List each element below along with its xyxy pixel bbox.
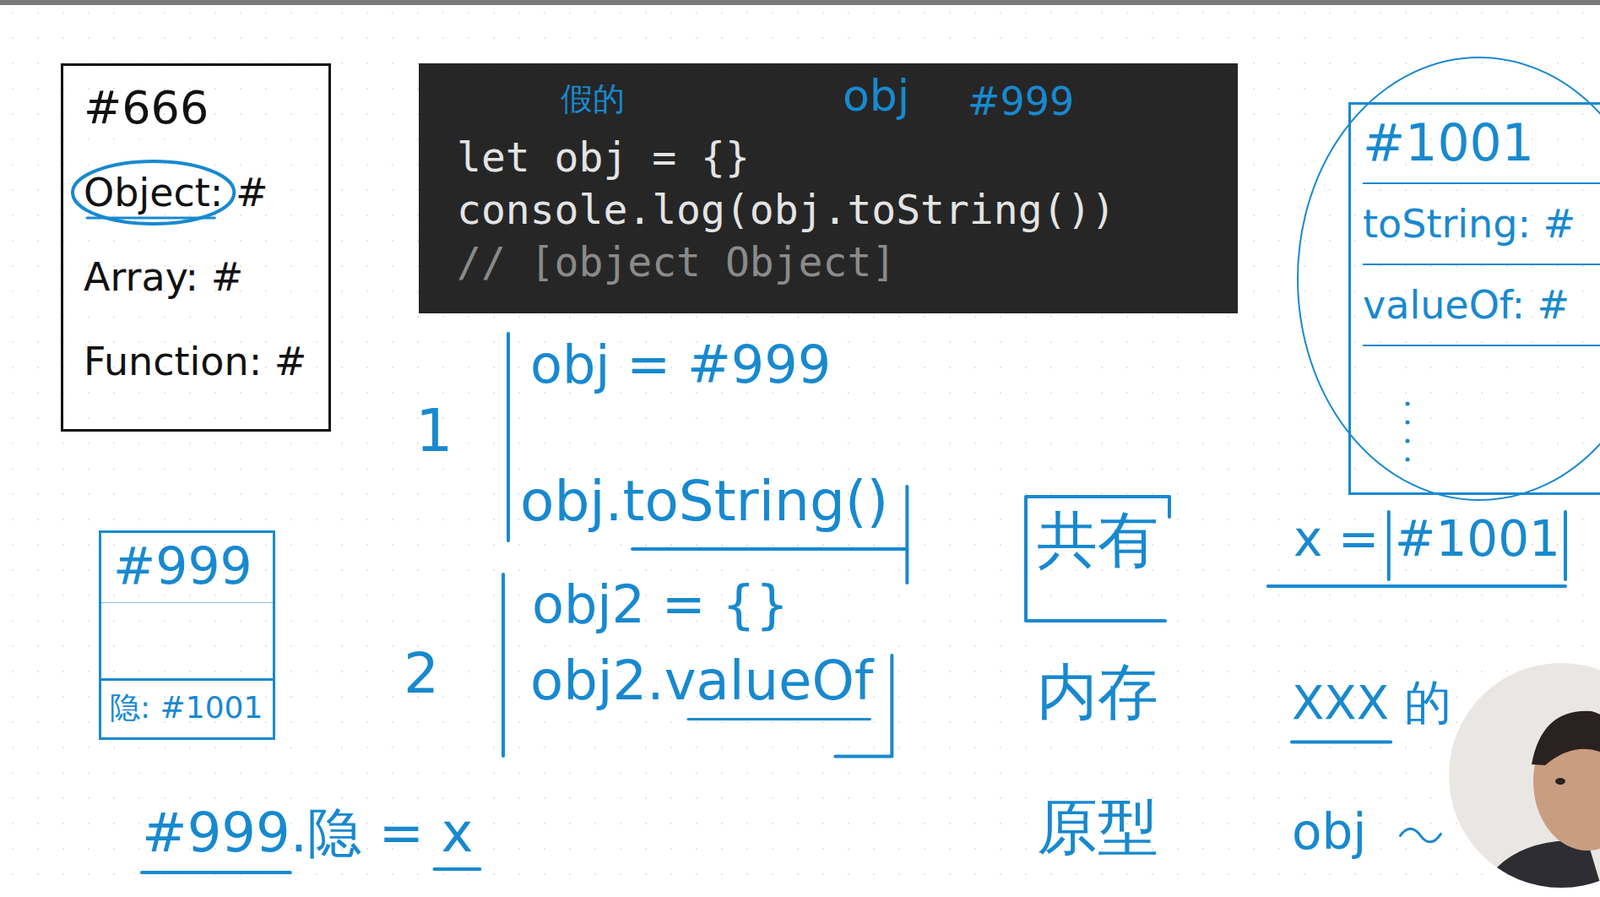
webcam-eye [1555,777,1566,785]
keyword-note: 共有 [1036,504,1159,575]
annotation-note: XXX 的 [1291,675,1452,730]
keyword-note: 原型 [1036,791,1159,863]
memory-entry: #666 [83,65,209,151]
code-line: console.log(obj.toString()) [456,183,1116,236]
assignment-note: #999.隐 = x [141,802,473,865]
bracket-line [501,574,505,756]
annotation-note: 假的 [560,81,625,119]
underline [141,870,291,874]
prototype-entry: toString: # [1362,184,1600,266]
hidden-slot: 隐: #1001 [101,677,273,738]
underline [1291,739,1391,744]
object-address: #999 [101,532,273,603]
method-call: obj.toString() [520,469,889,534]
top-bar [0,0,1600,6]
highlight-ring [1297,57,1600,500]
assignment-note: obj2 = {} [531,574,789,635]
underline [688,717,870,721]
ellipsis-dot [1405,420,1411,425]
method-call: obj2.valueOf [530,650,874,713]
underline [433,867,480,871]
underline [1268,584,1566,588]
address-value: #999 [967,79,1074,125]
underline [86,216,215,220]
webcam-overlay [1448,662,1600,897]
code-line: let obj = {} [456,130,750,184]
keyword-note: 内存 [1036,656,1159,727]
assignment-note: x = #1001 [1293,510,1561,568]
assignment-note: obj = #999 [530,334,831,395]
object-box: #999 隐: #1001 [98,530,276,740]
ellipsis-dot [1405,401,1411,407]
memory-entry: Function: # [83,319,307,404]
squiggle-mark [1399,828,1441,842]
webcam-hair [1531,710,1600,765]
ellipsis-dot [1405,457,1411,462]
frame-line [1025,496,1170,621]
bracket-line [506,333,510,541]
memory-box: #666Object: #Array: #Function: # [60,63,331,432]
memory-entry: Array: # [83,234,244,320]
step-number: 1 [415,396,454,466]
code-line: // [object Object] [456,235,896,288]
ellipsis-dots [1405,401,1411,462]
hidden-link: 隐: #1001 [109,687,265,729]
prototype-box: #1001toString: #valueOf: # [1348,102,1600,495]
variable-name: obj [1291,803,1367,861]
variable-name: obj [842,70,910,122]
prototype-entry: #1001 [1362,109,1600,185]
memory-entry: Object: # [83,150,268,235]
code-panel: let obj = {}console.log(obj.toString())/… [418,63,1238,314]
step-number: 2 [403,641,440,706]
ellipsis-dot [1405,439,1411,444]
prototype-entry: valueOf: # [1362,265,1600,347]
